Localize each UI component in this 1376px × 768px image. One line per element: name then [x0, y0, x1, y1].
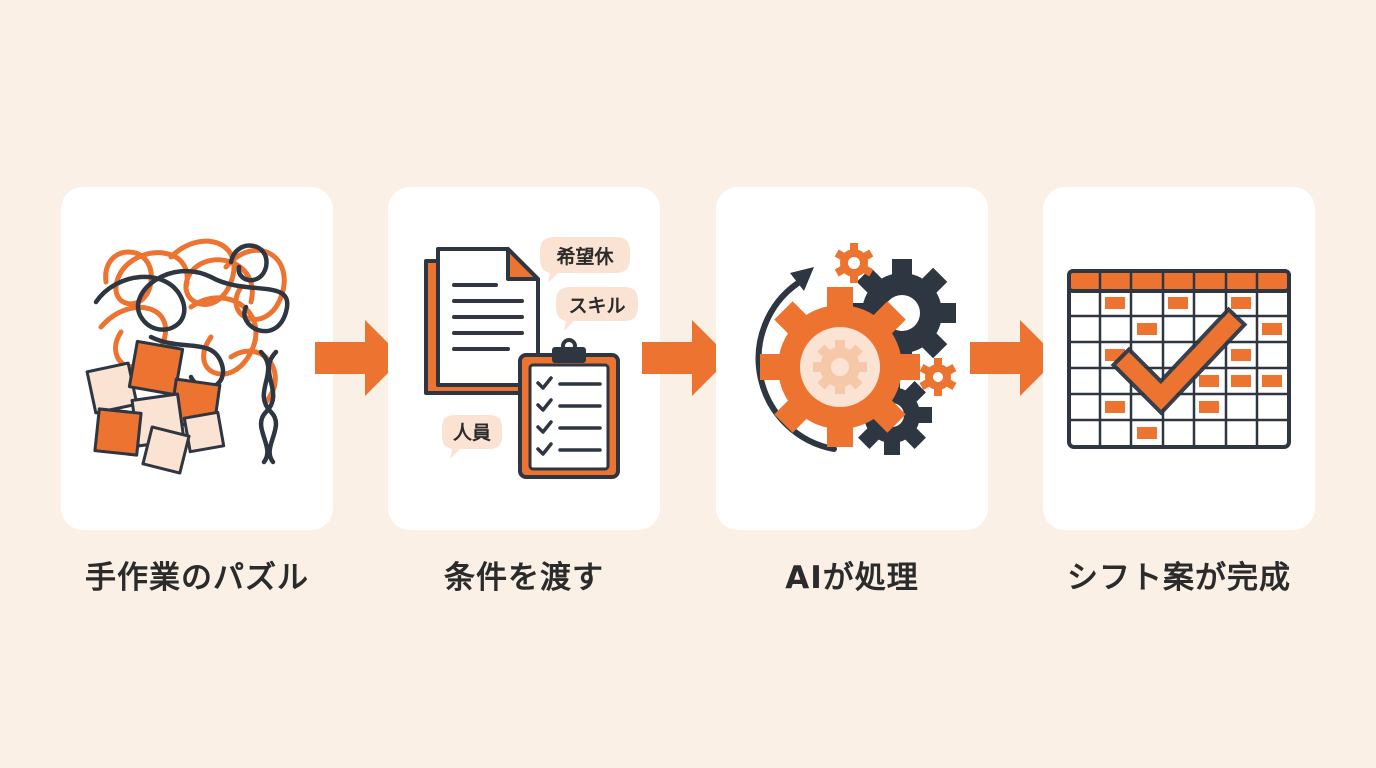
arrow-right-icon — [642, 320, 730, 396]
tag-skill: スキル — [568, 295, 625, 317]
step-label-give-conditions: 条件を渡す — [444, 560, 604, 596]
step-card-shift-complete — [1043, 187, 1315, 530]
step-label-ai-processing: AIが処理 — [785, 560, 919, 596]
gears-icon — [755, 243, 957, 455]
documents-checklist-icon: 希望休 スキル 人員 — [424, 237, 638, 479]
step-card-manual-puzzle — [61, 187, 333, 530]
arrow-right-icon — [315, 320, 403, 396]
tag-bubble-staff: 人員 — [442, 415, 502, 459]
step-card-give-conditions: 希望休 スキル 人員 — [388, 187, 660, 530]
tag-bubble-skill: スキル — [556, 287, 638, 331]
tangled-lines-icon — [85, 238, 290, 475]
step-card-ai-processing — [716, 187, 988, 530]
calendar-check-icon — [1067, 269, 1291, 449]
arrow-right-icon — [970, 320, 1058, 396]
tag-bubble-holiday: 希望休 — [540, 237, 630, 283]
step-label-manual-puzzle: 手作業のパズル — [85, 560, 309, 596]
tag-holiday: 希望休 — [556, 245, 614, 268]
tag-staff: 人員 — [453, 422, 491, 444]
step-label-shift-complete: シフト案が完成 — [1067, 560, 1291, 596]
